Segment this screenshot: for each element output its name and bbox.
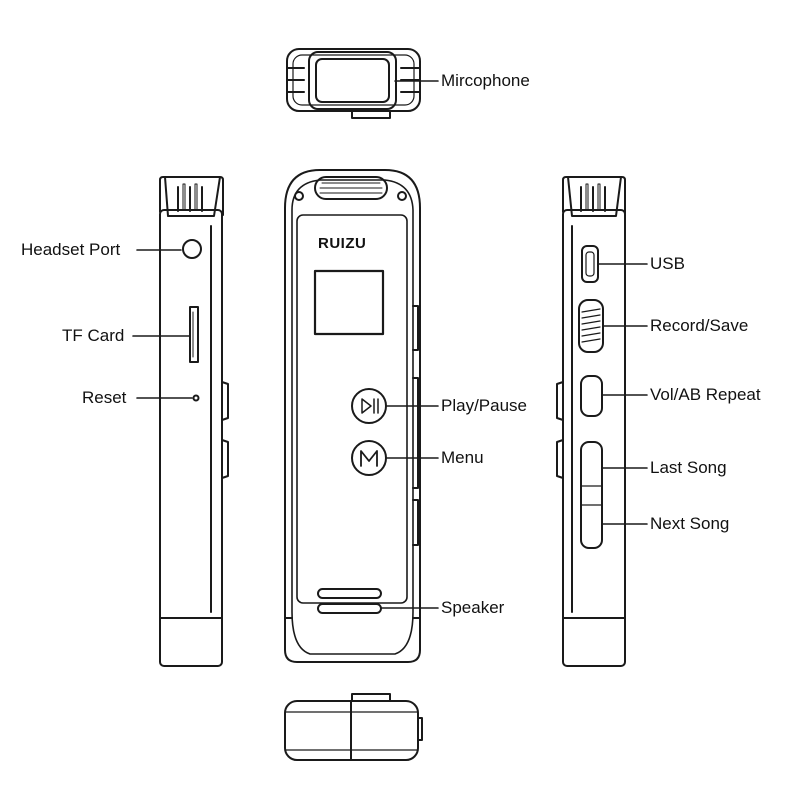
label-tf-card: TF Card xyxy=(62,326,125,345)
brand-logo: RUIZU xyxy=(318,235,367,252)
label-record-save: Record/Save xyxy=(650,316,749,335)
label-last-song: Last Song xyxy=(650,458,727,477)
bottom-view xyxy=(284,693,423,761)
label-next-song: Next Song xyxy=(650,514,730,533)
play-pause-icon xyxy=(361,398,379,414)
left-side-view xyxy=(132,176,229,667)
top-view xyxy=(286,48,421,119)
right-side-view xyxy=(556,176,648,667)
label-play-pause: Play/Pause xyxy=(441,396,527,415)
front-view xyxy=(284,80,439,663)
label-speaker: Speaker xyxy=(441,598,505,617)
label-reset: Reset xyxy=(82,388,127,407)
label-usb: USB xyxy=(650,254,685,273)
label-microphone: Mircophone xyxy=(441,71,530,90)
label-menu: Menu xyxy=(441,448,484,467)
menu-m-icon xyxy=(360,450,378,467)
label-vol-ab-repeat: Vol/AB Repeat xyxy=(650,385,761,404)
label-headset-port: Headset Port xyxy=(21,240,121,259)
